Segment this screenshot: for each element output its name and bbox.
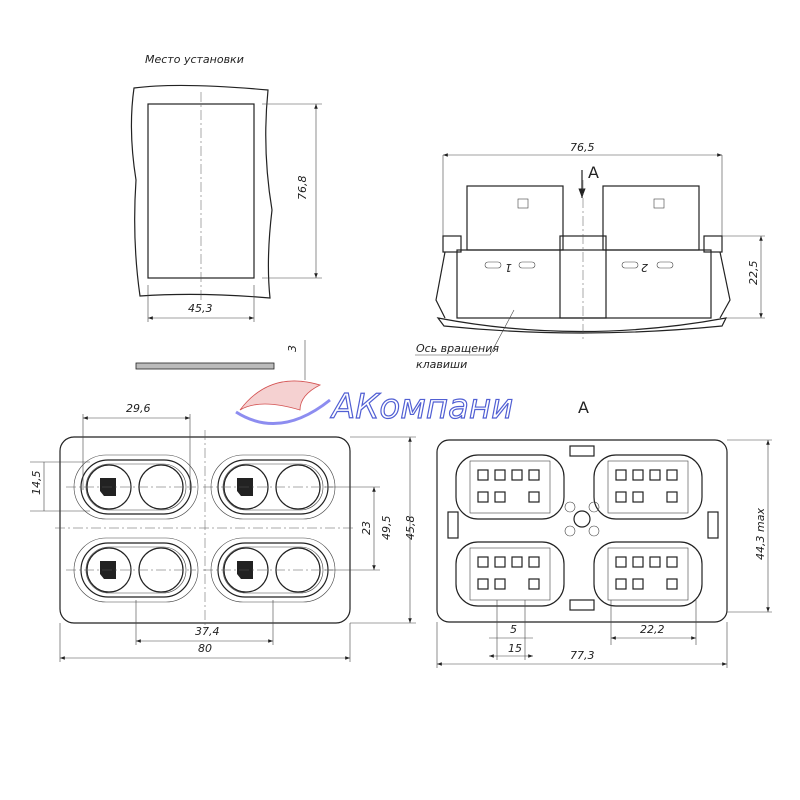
mount-view: Место установки 76,8 45,3 3	[130, 53, 322, 380]
dim-37-4: 37,4	[195, 625, 220, 638]
window-switch-key	[203, 454, 336, 520]
dim-76-5: 76,5	[570, 141, 595, 154]
pin-slot	[494, 556, 506, 568]
company-logo: АКомпани	[235, 380, 514, 428]
dim-49-5: 49,5	[380, 516, 393, 541]
dim-80: 80	[198, 642, 212, 655]
dim-23: 23	[360, 521, 373, 535]
side-view: 76,5 A 1 2 22,5 Ось вращения клавиши	[415, 141, 765, 371]
callout-line2: клавиши	[416, 358, 467, 371]
front-view: 29,6 14,5 23 49,5 45,8 37,4 80	[30, 402, 417, 662]
key-number-1: 1	[505, 261, 512, 274]
back-plate	[436, 439, 728, 623]
connector-block	[593, 541, 703, 607]
back-view: A 44,3 max 5 15 22,2 77,3	[436, 398, 772, 668]
pin-slot	[528, 469, 540, 481]
dim-44-3-max: 44,3 max	[754, 508, 767, 560]
dim-22-2: 22,2	[640, 623, 665, 636]
panel-outline	[130, 84, 273, 299]
dim-45-8: 45,8	[404, 516, 417, 541]
pin-slot	[666, 491, 678, 503]
connector-block	[455, 541, 565, 607]
dim-15: 15	[508, 642, 522, 655]
dim-14-5: 14,5	[30, 471, 43, 496]
pin-slot	[649, 469, 661, 481]
panel-section	[135, 362, 275, 370]
dim-45-3: 45,3	[188, 302, 213, 315]
window-switch-key	[66, 454, 199, 520]
key-number-2: 2	[641, 261, 648, 274]
pin-slot	[494, 578, 506, 590]
key-cap	[436, 317, 728, 334]
pin-slot	[666, 578, 678, 590]
dim-77-3: 77,3	[570, 649, 595, 662]
pin-slot	[615, 469, 627, 481]
window-switch-key	[203, 537, 336, 603]
connector-right	[602, 185, 700, 251]
pin-slot	[615, 578, 627, 590]
pin-slot	[494, 491, 506, 503]
pin-slot	[511, 556, 523, 568]
pin-slot	[632, 578, 644, 590]
pin-slot	[632, 469, 644, 481]
dim-22-5: 22,5	[747, 261, 760, 286]
callout-line1: Ось вращения	[416, 342, 499, 355]
pin-slot	[649, 556, 661, 568]
pin-slot	[494, 469, 506, 481]
pin-slot	[632, 556, 644, 568]
view-label-a: A	[588, 163, 599, 182]
pin-slot	[666, 469, 678, 481]
connector-block	[593, 454, 703, 520]
pin-slot	[528, 578, 540, 590]
pin-slot	[615, 491, 627, 503]
dim-3: 3	[286, 345, 299, 352]
dim-29-6: 29,6	[126, 402, 151, 415]
pin-slot	[511, 469, 523, 481]
pin-slot	[615, 556, 627, 568]
dim-5: 5	[510, 623, 517, 636]
pin-slot	[666, 556, 678, 568]
dim-76-8: 76,8	[296, 176, 309, 201]
pin-slot	[477, 578, 489, 590]
pin-slot	[632, 491, 644, 503]
pin-slot	[477, 469, 489, 481]
logo-text: АКомпани	[330, 387, 513, 427]
connector-block	[455, 454, 565, 520]
pin-slot	[528, 491, 540, 503]
view-label-a2: A	[578, 398, 589, 417]
connector-left	[466, 185, 564, 251]
window-switch-key	[66, 537, 199, 603]
pin-slot	[528, 556, 540, 568]
mount-title: Место установки	[145, 53, 244, 66]
pin-slot	[477, 556, 489, 568]
pin-slot	[477, 491, 489, 503]
housing	[456, 249, 712, 319]
